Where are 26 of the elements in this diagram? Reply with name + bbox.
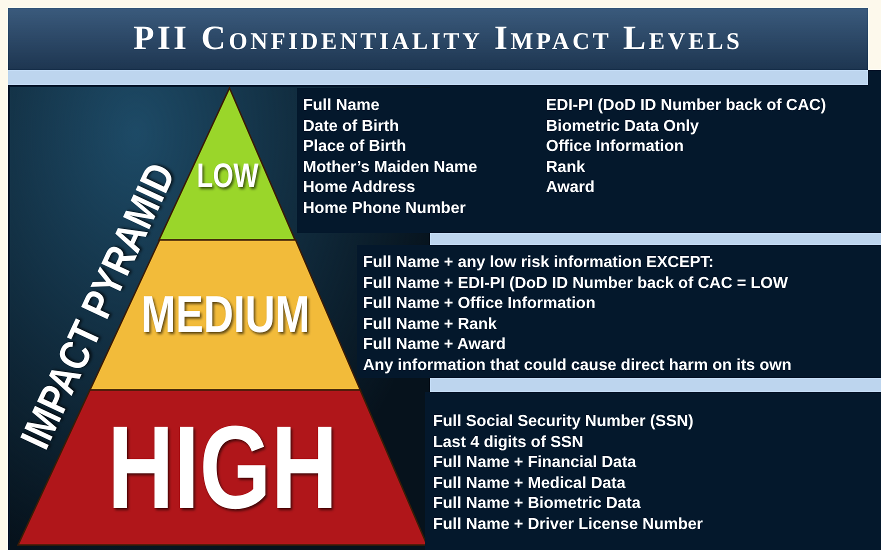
list-item: Place of Birth [303,137,406,157]
list-item: Rank [546,158,586,178]
list-item: Date of Birth [303,116,399,136]
list-item: EDI-PI (DoD ID Number back of CAC) [546,96,826,116]
list-item: Full Name + Medical Data [433,474,626,494]
list-item: Mother’s Maiden Name [303,158,478,178]
list-item: Office Information [546,137,684,157]
list-item: Full Name + Rank [363,314,497,334]
list-item: Full Name + Award [363,335,506,355]
list-item: Full Name + Driver License Number [433,514,703,534]
list-item: Full Name + EDI-PI (DoD ID Number back of CAC = LOW [363,274,788,294]
list-item: Full Name + any low risk information EXCEPT: [363,253,714,273]
list-item: Full Name [303,96,380,116]
level-label: HIGH [107,408,338,526]
list-item: Full Name + Office Information [363,294,596,314]
list-item: Full Name + Biometric Data [433,494,641,514]
list-item: Full Social Security Number (SSN) [433,412,694,432]
list-item: Last 4 digits of SSN [433,432,584,452]
list-item: Biometric Data Only [546,116,699,136]
level-label: LOW [196,159,258,193]
list-item: Home Address [303,178,416,198]
list-item: Any information that could cause direct harm on its own [363,356,792,376]
list-item: Award [546,178,595,198]
list-item: Full Name + Financial Data [433,453,636,473]
title: PII Confidentiality Impact Levels [8,8,868,70]
list-item: Home Phone Number [303,198,466,218]
